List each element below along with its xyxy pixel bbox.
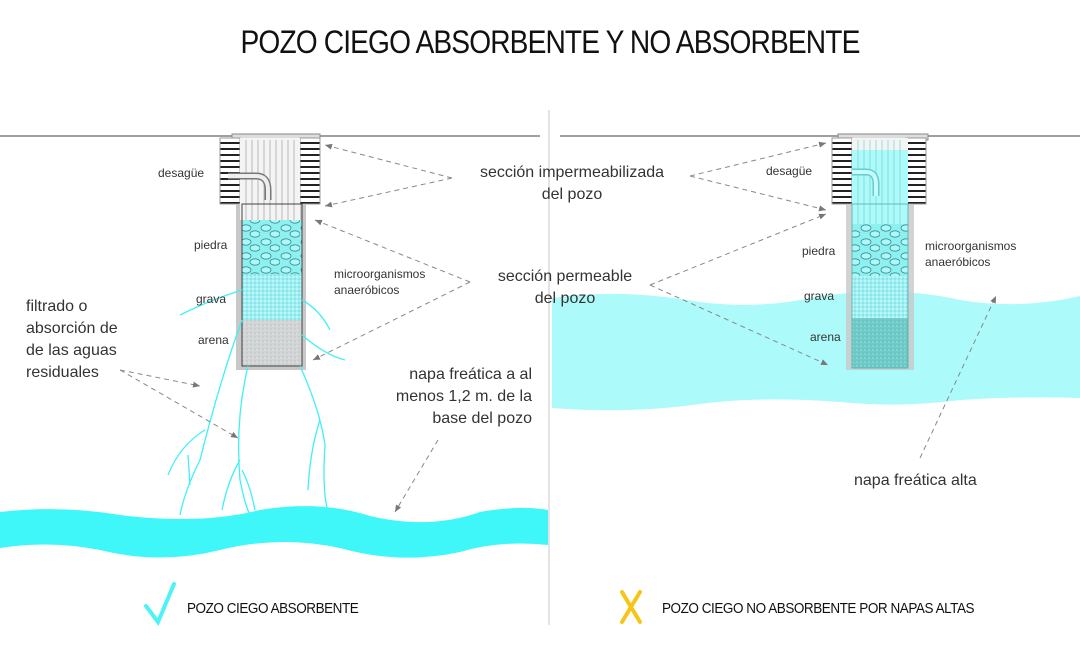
label-anaerobicos-left: anaeróbicos [334, 283, 400, 297]
right-well [831, 133, 929, 370]
page-title: POZO CIEGO ABSORBENTE Y NO ABSORBENTE [240, 24, 861, 60]
legend-no-absorbente: POZO CIEGO NO ABSORBENTE POR NAPAS ALTAS [662, 600, 975, 617]
label-seccion-impermeabilizada: sección impermeabilizada del pozo [452, 162, 692, 206]
label-filtrado: filtrado o absorción de de las aguas res… [26, 296, 118, 384]
label-anaerobicos-right: anaeróbicos [925, 255, 991, 269]
label-impermeable-line-1: sección impermeabilizada [479, 164, 665, 181]
label-piedra-right: piedra [802, 244, 836, 258]
label-microorganismos-right: microorganismos [925, 239, 1017, 253]
label-seccion-permeable: sección permeable del pozo [470, 266, 660, 310]
label-permeable-line-2: del pozo [534, 290, 596, 307]
water-table-right [552, 291, 1080, 411]
label-napa-line-1: napa freática a al [409, 366, 532, 383]
label-filtrado-line-4: residuales [26, 364, 99, 381]
label-piedra-left: piedra [194, 238, 228, 252]
pointer-arrows [119, 141, 997, 513]
legend-absorbente: POZO CIEGO ABSORBENTE [187, 600, 359, 617]
label-napa-alta: napa freática alta [854, 472, 977, 489]
x-icon [620, 590, 642, 624]
label-permeable-line-1: sección permeable [497, 268, 633, 285]
left-roots [167, 289, 346, 516]
label-grava-right: grava [804, 289, 835, 303]
water-table-left [0, 506, 548, 558]
label-filtrado-line-1: filtrado o [26, 298, 88, 315]
label-grava-left: grava [196, 292, 227, 306]
check-icon [144, 582, 176, 626]
left-well [219, 133, 321, 370]
label-filtrado-line-3: de las aguas [26, 342, 117, 359]
label-napa-line-3: base del pozo [432, 410, 532, 427]
label-arena-left: arena [198, 333, 229, 347]
label-desague-right: desagüe [766, 164, 813, 178]
label-napa-left: napa freática a al menos 1,2 m. de la ba… [360, 364, 532, 430]
label-microorganismos-left: microorganismos [334, 267, 426, 281]
label-filtrado-line-2: absorción de [26, 320, 118, 337]
label-arena-right: arena [810, 330, 841, 344]
label-impermeable-line-2: del pozo [541, 186, 603, 203]
label-desague-left: desagüe [158, 166, 205, 180]
label-napa-line-2: menos 1,2 m. de la [395, 388, 532, 405]
